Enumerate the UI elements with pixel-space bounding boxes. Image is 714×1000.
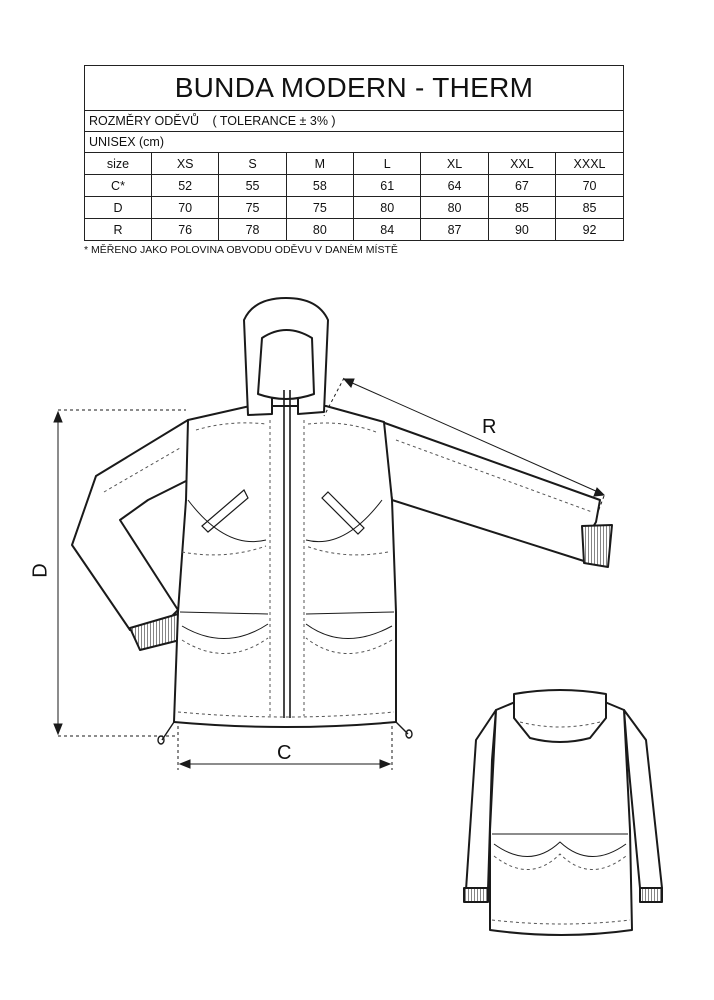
table-cell: 70 (150, 196, 219, 219)
table-cell: D (85, 196, 152, 219)
table-cell: 87 (420, 218, 489, 240)
table-cell: 92 (555, 218, 623, 240)
subtitle-label: ROZMĚRY ODĚVŮ (89, 114, 199, 128)
table-header-cell: L (353, 153, 421, 175)
table-cell: 58 (285, 174, 354, 197)
table-cell: 61 (353, 174, 421, 197)
table-header-cell: XXXL (555, 153, 623, 175)
table-cell: 52 (150, 174, 219, 197)
dimension-label-r: R (482, 416, 497, 438)
subtitle-row: ROZMĚRY ODĚVŮ ( TOLERANCE ± 3% ) (85, 111, 623, 132)
table-cell: 85 (487, 196, 556, 219)
table-cell: 55 (218, 174, 287, 197)
back-body (489, 699, 633, 936)
table-cell: 85 (555, 196, 623, 219)
table-cell: R (85, 218, 152, 240)
table-header-cell: XS (150, 153, 219, 175)
right-cuff (581, 524, 613, 568)
back-details (491, 721, 631, 925)
footnote: * MĚŘENO JAKO POLOVINA OBVODU ODĚVU V DA… (84, 244, 398, 256)
back-hood (513, 689, 607, 743)
table-header-cell: XXL (487, 153, 556, 175)
table-row: C* 52 55 58 61 64 67 70 (85, 174, 623, 197)
unit-line: UNISEX (cm) (85, 132, 623, 153)
table-cell: 80 (420, 196, 489, 219)
table-row: D 70 75 75 80 80 85 85 (85, 196, 623, 219)
tolerance-label: ( TOLERANCE ± 3% ) (212, 114, 336, 128)
table-header-cell: S (218, 153, 287, 175)
table-cell: C* (85, 174, 152, 197)
size-table: size XS S M L XL XXL XXXL C* 52 55 58 61… (85, 153, 623, 240)
table-cell: 80 (353, 196, 421, 219)
table-cell: 90 (487, 218, 556, 240)
table-header-cell: M (285, 153, 354, 175)
table-cell: 64 (420, 174, 489, 197)
size-chart: BUNDA MODERN - THERM ROZMĚRY ODĚVŮ ( TOL… (84, 65, 624, 241)
table-cell: 75 (285, 196, 354, 219)
table-header-row: size XS S M L XL XXL XXXL (85, 153, 623, 175)
back-cuff-right (639, 887, 663, 903)
jacket-back-drawing (463, 689, 663, 936)
dimension-label-d: D (29, 563, 52, 578)
table-row: R 76 78 80 84 87 90 92 (85, 218, 623, 240)
table-cell: 67 (487, 174, 556, 197)
front-body (173, 405, 397, 728)
table-cell: 84 (353, 218, 421, 240)
right-sleeve (381, 421, 601, 563)
table-cell: 70 (555, 174, 623, 197)
left-sleeve (71, 419, 189, 631)
table-header-cell: XL (420, 153, 489, 175)
table-cell: 75 (218, 196, 287, 219)
table-cell: 78 (218, 218, 287, 240)
table-cell: 80 (285, 218, 354, 240)
table-header-cell: size (106, 156, 130, 171)
back-cuff-left (463, 887, 489, 903)
dimension-label-c: C (277, 742, 292, 764)
hood-opening (257, 329, 315, 400)
chart-title: BUNDA MODERN - THERM (85, 66, 623, 111)
dimension-lines (53, 377, 606, 770)
front-details (103, 390, 593, 745)
jacket-front-drawing (71, 297, 613, 728)
table-cell: 76 (150, 218, 219, 240)
